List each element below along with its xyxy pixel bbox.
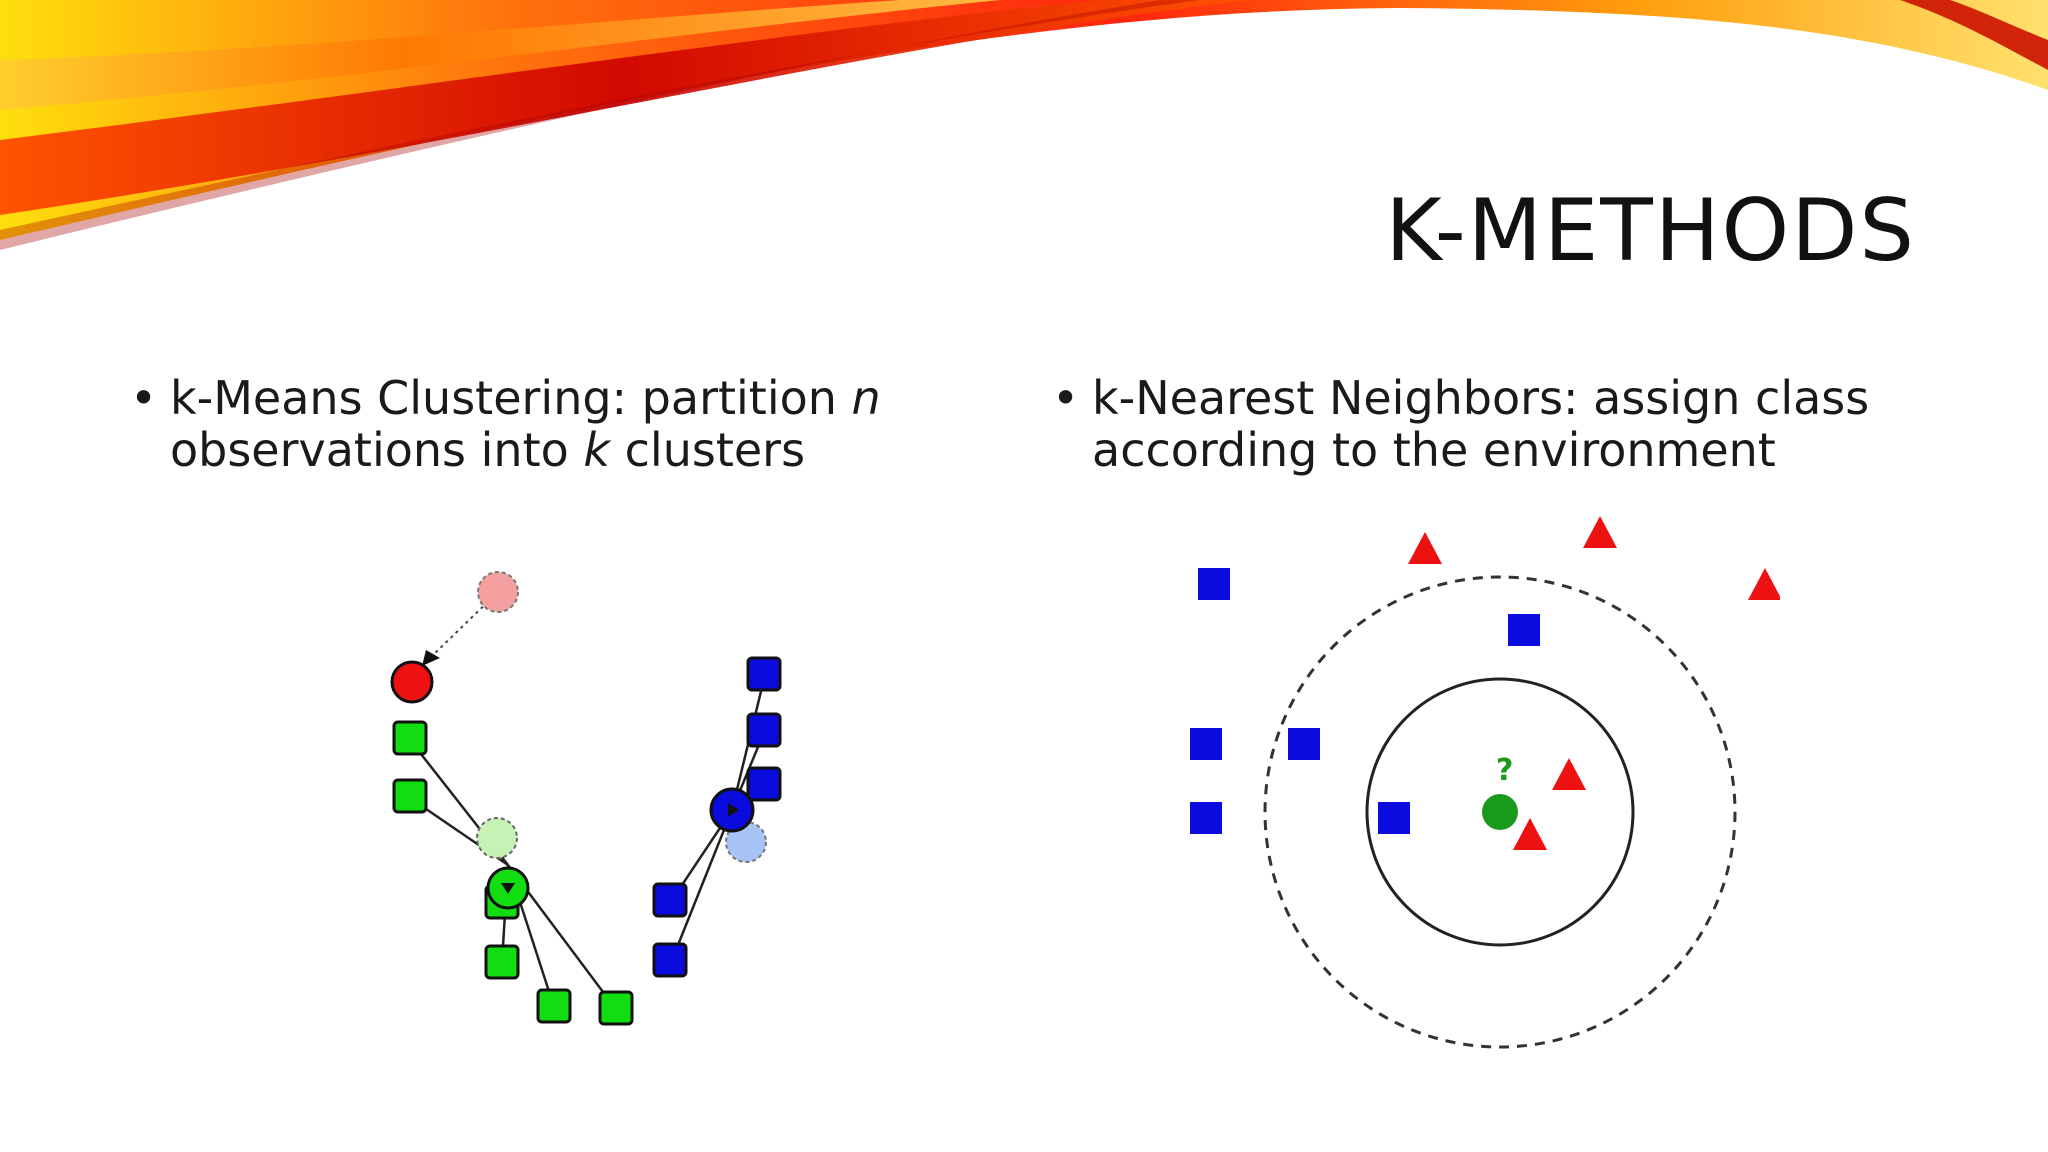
bullet-knn: • k-Nearest Neighbors: assign class acco… — [1052, 371, 1912, 477]
point-green — [392, 720, 428, 756]
query-point — [1482, 794, 1518, 830]
point-red — [1513, 818, 1547, 850]
point-blue — [652, 882, 688, 918]
bullet-kmeans-var-n: n — [851, 371, 881, 425]
point-blue — [1288, 728, 1320, 760]
point-blue — [652, 942, 688, 978]
bullet-dot: • — [130, 371, 158, 425]
point-blue — [1508, 614, 1540, 646]
bullet-knn-line-1: k-Nearest Neighbors: assign class — [1092, 371, 1870, 425]
header-swoosh-decoration — [0, 0, 2048, 250]
point-green — [392, 778, 428, 814]
point-blue — [1190, 728, 1222, 760]
query-label: ? — [1496, 753, 1513, 788]
knn-outer-radius — [1263, 575, 1737, 1049]
slide-title: K-METHODS — [1385, 181, 1916, 281]
point-red — [1583, 516, 1617, 548]
old-centroid-red — [477, 571, 519, 613]
point-blue — [746, 766, 782, 802]
point-blue — [1190, 802, 1222, 834]
bullet-knn-line-2: according to the environment — [1092, 423, 1776, 477]
centroid-red — [390, 660, 434, 704]
bullet-kmeans: • k-Means Clustering: partition n observ… — [130, 371, 990, 477]
point-red — [1748, 568, 1780, 600]
kmeans-diagram — [390, 571, 782, 1026]
bullet-kmeans-text-1: k-Means Clustering: partition — [170, 371, 852, 425]
cluster-blue — [652, 656, 782, 978]
arrow-head-icon — [728, 803, 739, 817]
bullet-kmeans-text-3: clusters — [610, 423, 806, 477]
arrow-head-icon — [501, 883, 515, 894]
point-blue — [1378, 802, 1410, 834]
class-blue-squares — [1190, 568, 1540, 834]
point-red — [1408, 532, 1442, 564]
knn-diagram: ? — [1190, 516, 1780, 1049]
cluster-green — [392, 720, 634, 1026]
old-centroid-green — [476, 817, 518, 859]
point-green — [536, 988, 572, 1024]
point-blue — [1198, 568, 1230, 600]
point-red — [1552, 758, 1586, 790]
point-green — [598, 990, 634, 1026]
point-blue — [746, 656, 782, 692]
knn-inner-radius — [1365, 677, 1635, 947]
point-green — [484, 944, 520, 980]
bullet-kmeans-var-k: k — [583, 423, 611, 477]
arrow-head-icon — [422, 650, 440, 666]
class-red-triangles — [1408, 516, 1780, 850]
bullet-dot: • — [1052, 371, 1080, 425]
bullet-kmeans-text-2: observations into — [170, 423, 584, 477]
point-blue — [746, 712, 782, 748]
kmeans-links — [409, 674, 767, 1011]
